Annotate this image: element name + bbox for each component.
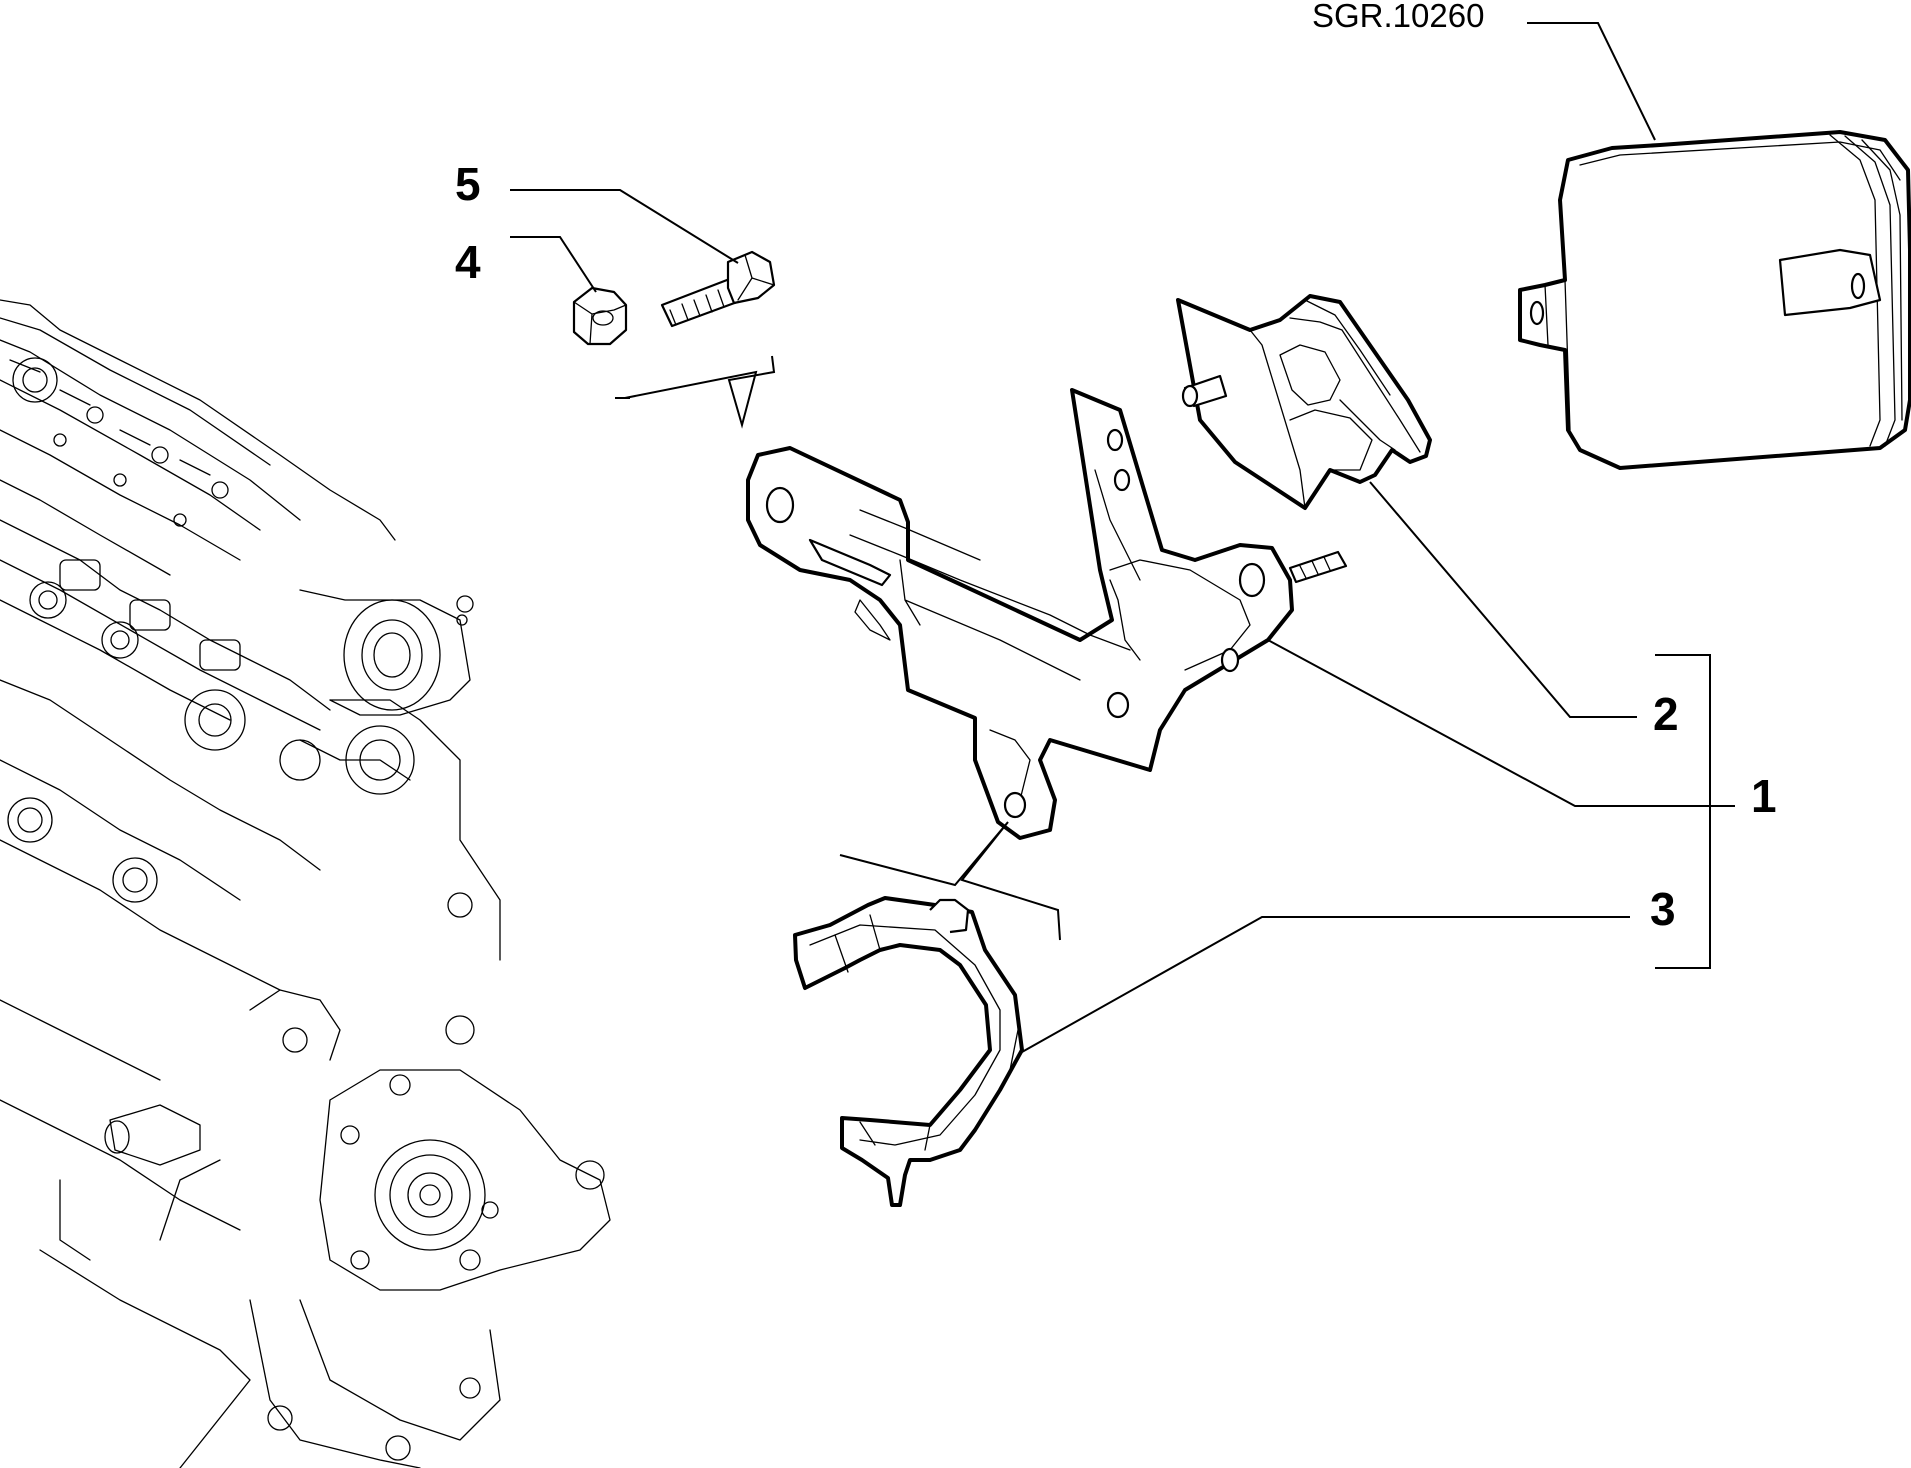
callout-3-label: 3 (1650, 883, 1676, 935)
clamp-part-3 (793, 896, 1024, 1207)
callout-4-label: 4 (455, 236, 481, 288)
engine-block (0, 299, 611, 1468)
assembly-marker-lower (615, 397, 1061, 941)
bracket-part-1 (746, 388, 1348, 840)
assembly-marker-upper (624, 355, 776, 429)
control-unit (1518, 130, 1911, 470)
leader-lines (510, 22, 1735, 1053)
reference-code-label: SGR.10260 (1312, 0, 1484, 34)
mount-part-2 (1176, 294, 1432, 510)
callout-2-label: 2 (1653, 688, 1679, 740)
bolt-part-5 (660, 250, 776, 328)
nut-part-4 (572, 286, 628, 346)
callout-5-label: 5 (455, 158, 481, 210)
callout-1-label: 1 (1751, 770, 1777, 822)
